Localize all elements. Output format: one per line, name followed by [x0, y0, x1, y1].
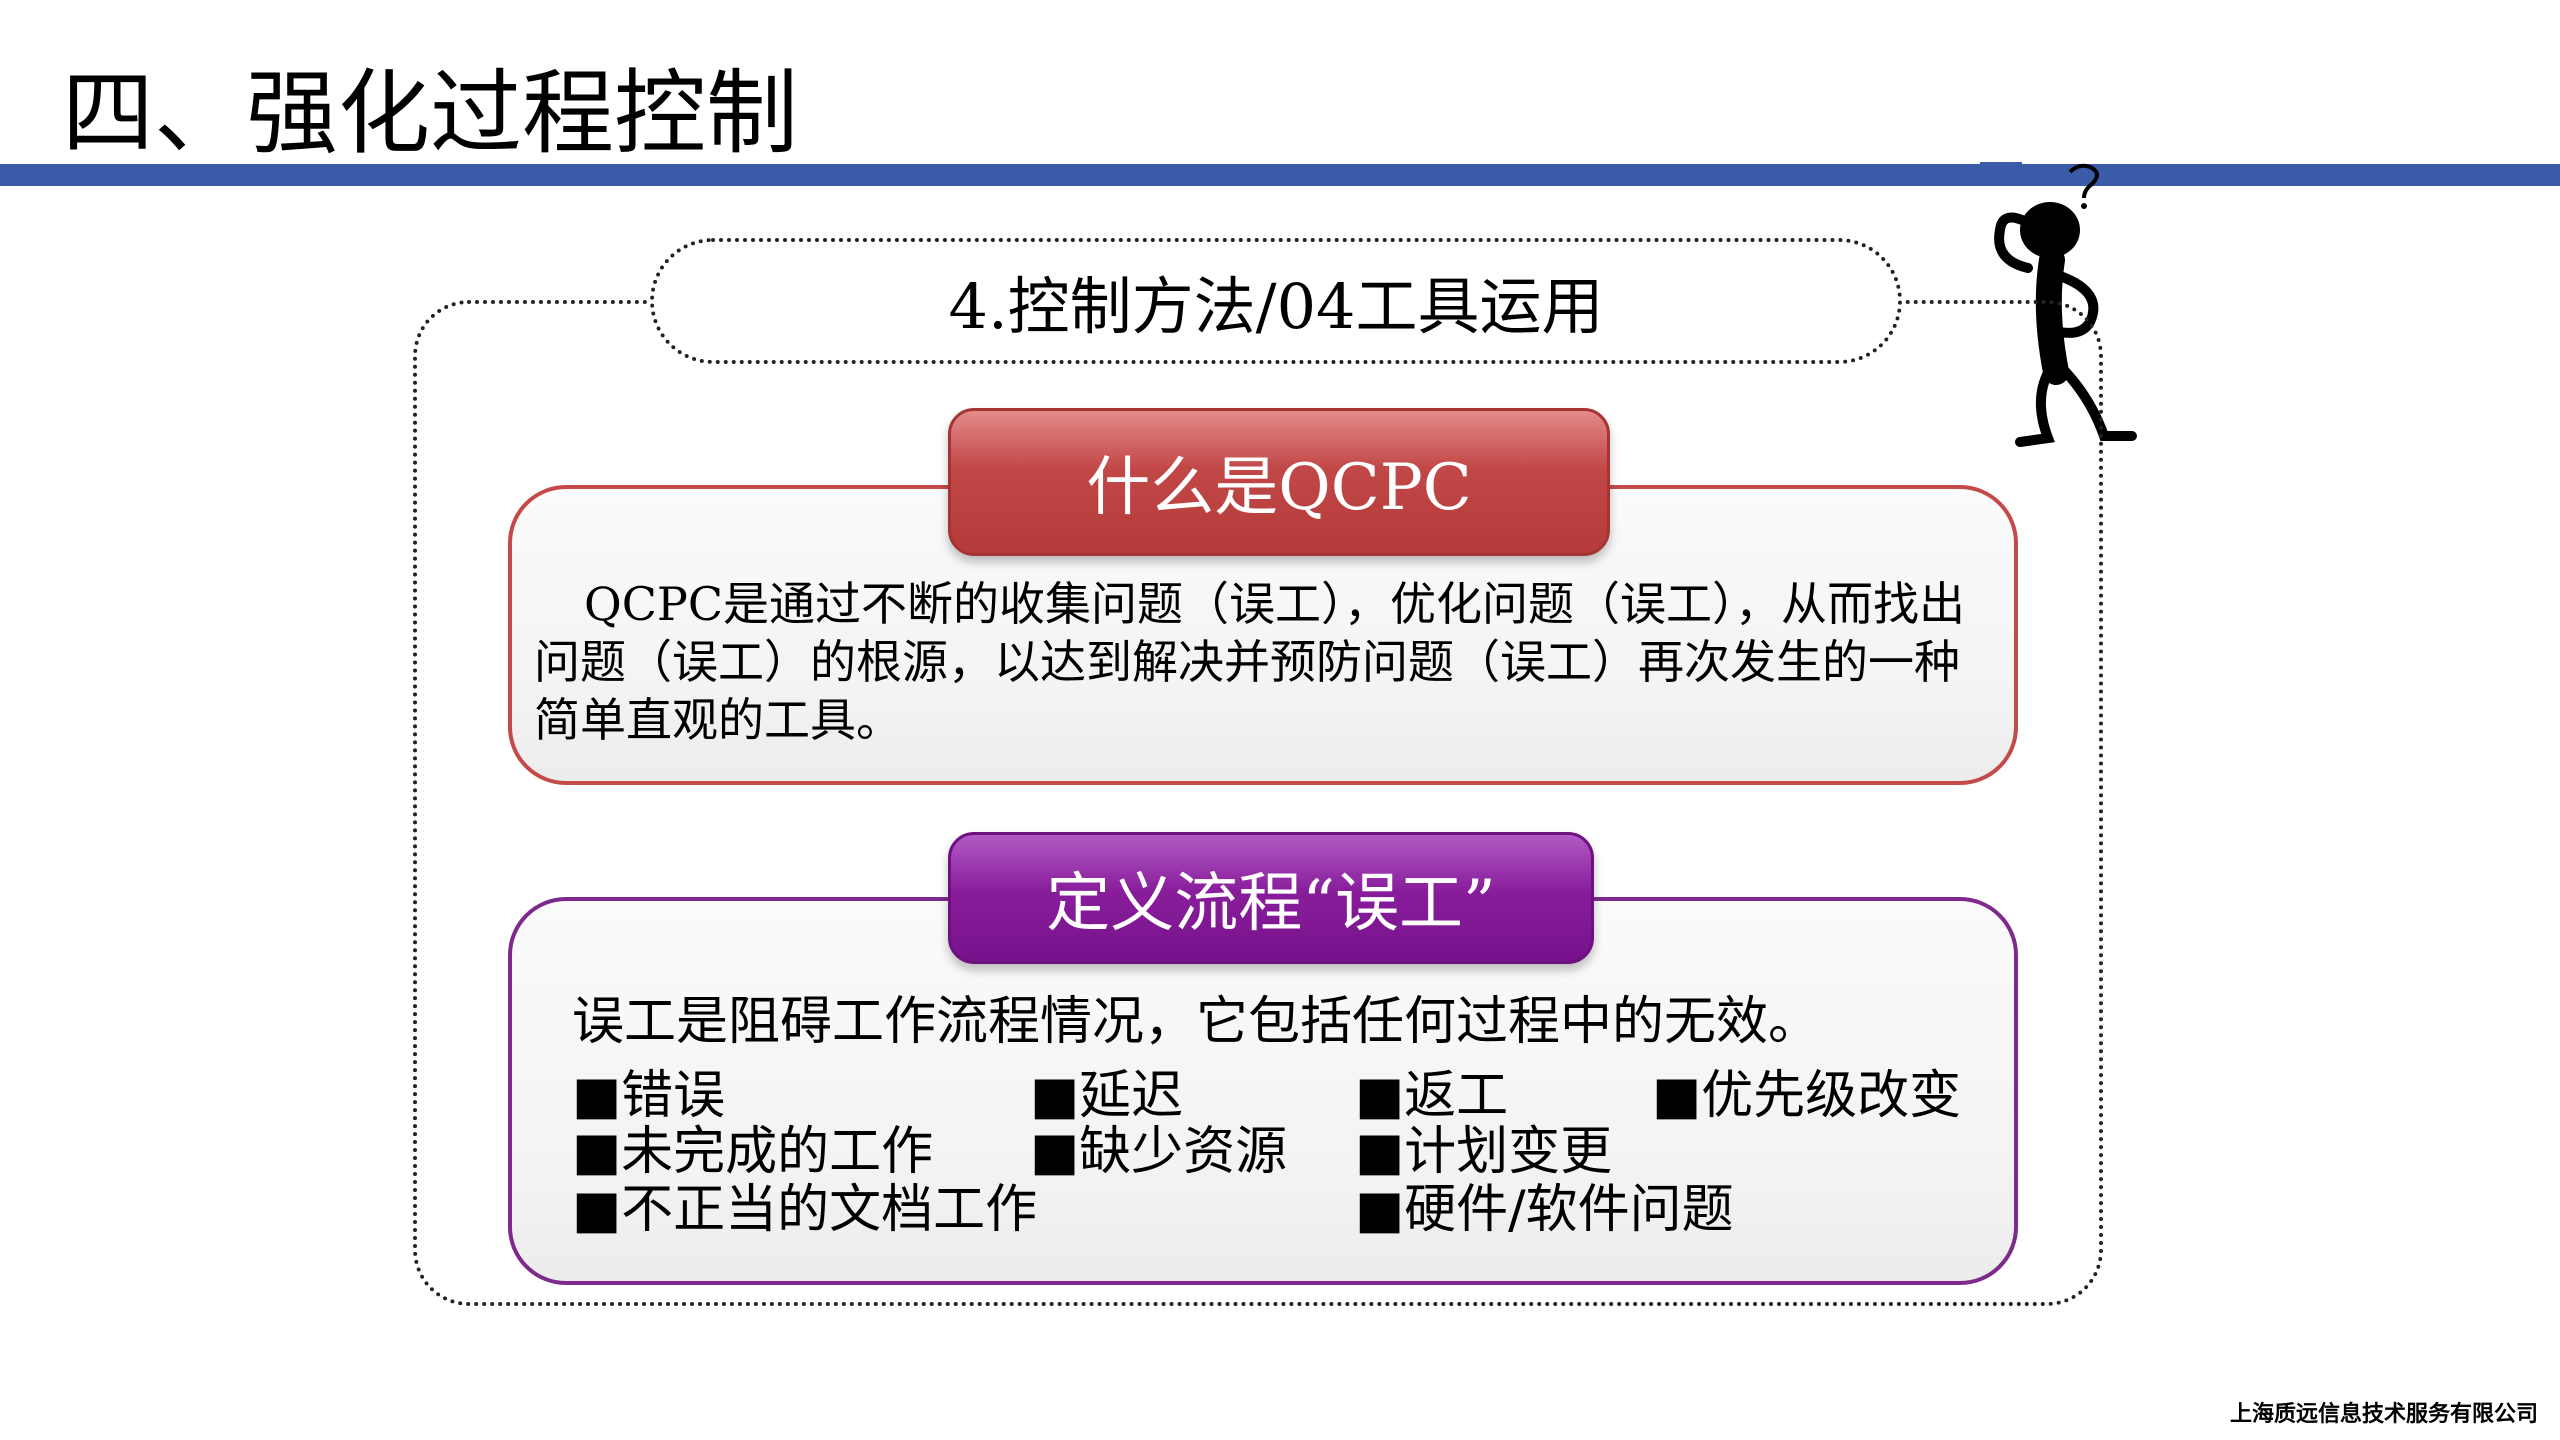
waste-item-priority-change: ■优先级改变 — [1652, 1066, 1962, 1126]
waste-item-rework: ■返工 — [1355, 1066, 1509, 1126]
section-heading-pill: 4.控制方法/04工具运用 — [650, 238, 1902, 364]
waste-item-hw-sw-issues: ■硬件/软件问题 — [1355, 1180, 1734, 1240]
waste-item-missing-resources: ■缺少资源 — [1030, 1122, 1288, 1182]
waste-item-plan-change: ■计划变更 — [1355, 1122, 1613, 1182]
slide-title: 四、强化过程控制 — [62, 60, 799, 167]
waste-item-delay: ■延迟 — [1030, 1066, 1184, 1126]
section-heading: 4.控制方法/04工具运用 — [948, 270, 1604, 343]
qcpc-description: QCPC是通过不断的收集问题（误工），优化问题（误工），从而找出问题（误工）的根… — [534, 577, 1966, 747]
waste-item-unfinished-work: ■未完成的工作 — [572, 1122, 934, 1182]
qcpc-tab: 什么是QCPC — [948, 408, 1610, 556]
waste-intro: 误工是阻碍工作流程情况，它包括任何过程中的无效。 — [572, 992, 1821, 1052]
company-footer: 上海质远信息技术服务有限公司 — [2229, 1401, 2538, 1427]
waste-tab: 定义流程“误工” — [948, 832, 1594, 964]
waste-item-error: ■错误 — [572, 1066, 726, 1126]
title-rule — [0, 164, 2560, 186]
waste-item-improper-docs: ■不正当的文档工作 — [572, 1180, 1038, 1240]
